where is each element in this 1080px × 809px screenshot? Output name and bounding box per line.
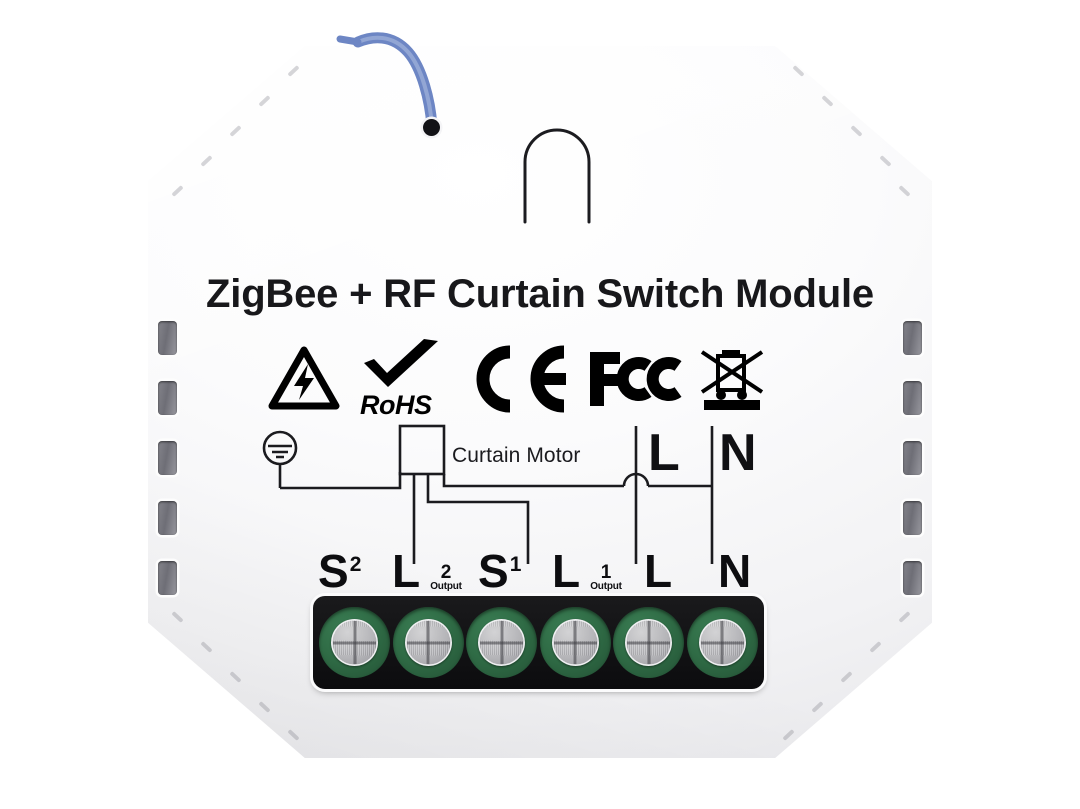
vent-slot-left [158, 441, 177, 475]
terminal-letter: L [552, 545, 581, 597]
terminal-port-l1[interactable] [539, 607, 611, 678]
supply-label-line: L [648, 424, 680, 482]
vent-slot-right [903, 561, 922, 595]
output-number: 1 [600, 562, 612, 583]
supply-label-neutral: N [719, 424, 757, 482]
output-number: 2 [440, 562, 452, 583]
motor-box [398, 424, 446, 476]
terminal-superscript: 1 [509, 552, 522, 576]
terminal-letter: S [478, 545, 509, 597]
screw-icon[interactable] [698, 619, 746, 666]
terminal-port-l2[interactable] [392, 607, 464, 678]
ce-icon [464, 344, 572, 419]
terminal-port-s2[interactable] [319, 607, 390, 678]
terminal-port-n[interactable] [686, 607, 758, 678]
terminal-label-n: N [718, 548, 751, 594]
terminal-letter: S [318, 545, 349, 597]
protective-earth-icon [262, 430, 298, 488]
terminal-label-l: L [644, 548, 672, 594]
weee-icon [696, 344, 768, 419]
vent-slot-left [158, 381, 177, 415]
page-title: ZigBee + RF Curtain Switch Module [206, 272, 874, 316]
terminal-letter: N [718, 545, 752, 597]
keyhole-outline [523, 128, 591, 224]
terminal-label-s1: S1 [478, 548, 521, 594]
motor-label: Curtain Motor [452, 444, 581, 467]
terminal-output-marker-2: 2 Output [424, 563, 468, 592]
terminal-output-marker-1: 1 Output [584, 563, 628, 592]
vent-slot-right [903, 441, 922, 475]
screw-icon[interactable] [625, 619, 673, 666]
vent-slot-left [158, 321, 177, 355]
terminal-port-s1[interactable] [466, 607, 538, 678]
terminal-letter: L [392, 545, 421, 597]
terminal-superscript: 2 [349, 552, 362, 576]
antenna-grommet-hole [423, 119, 440, 136]
screw-icon[interactable] [331, 619, 378, 666]
vent-slot-left [158, 501, 177, 535]
terminal-label-row: S2 L 2 Output S1 L 1 Output L N [318, 542, 762, 594]
output-word: Output [590, 581, 622, 592]
screw-icon[interactable] [551, 619, 599, 666]
wiring-diagram [262, 424, 714, 564]
output-word: Output [430, 581, 462, 592]
terminal-label-s2: S2 [318, 548, 361, 594]
screw-icon[interactable] [478, 619, 526, 666]
certification-row: RoHS [268, 339, 768, 421]
terminal-label-l2: L [392, 548, 420, 594]
terminal-block [313, 596, 764, 689]
vent-slot-right [903, 501, 922, 535]
vent-slot-left [158, 561, 177, 595]
high-voltage-warning-icon [268, 346, 340, 417]
fcc-icon [586, 346, 682, 417]
rohs-label: RoHS [360, 390, 432, 420]
screw-icon[interactable] [404, 619, 452, 666]
vent-slot-right [903, 381, 922, 415]
rohs-icon: RoHS [354, 339, 450, 420]
terminal-port-l[interactable] [613, 607, 685, 678]
terminal-label-l1: L [552, 548, 580, 594]
terminal-letter: L [644, 545, 673, 597]
vent-slot-right [903, 321, 922, 355]
